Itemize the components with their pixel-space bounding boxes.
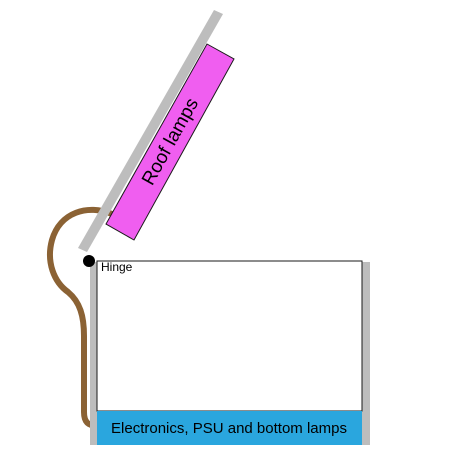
hinge-dot	[83, 255, 95, 267]
cable	[47, 206, 115, 429]
roof-lid: Roof lamps	[78, 10, 235, 252]
hinge-label: Hinge	[101, 260, 133, 274]
enclosure-body: Electronics, PSU and bottom lamps	[90, 260, 370, 445]
box-outline	[96, 260, 363, 412]
roof-lamps-panel	[105, 43, 235, 241]
right-wall	[362, 262, 370, 445]
bottom-panel-label: Electronics, PSU and bottom lamps	[111, 420, 347, 437]
left-wall	[90, 262, 97, 445]
roof-frame	[78, 10, 223, 252]
bottom-panel	[97, 411, 362, 445]
